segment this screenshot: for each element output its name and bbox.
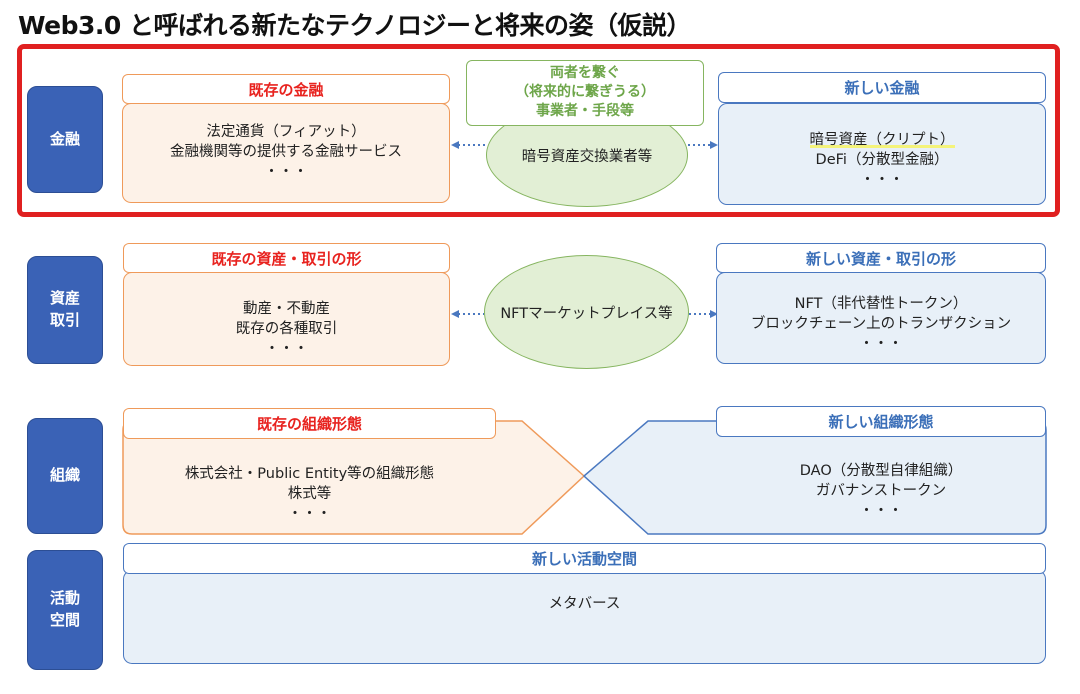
category-activity: 活動 空間 <box>27 550 103 670</box>
finance-old-label: 既存の金融 <box>122 74 450 104</box>
finance-bridge-label: 両者を繋ぐ （将来的に繋ぎうる） 事業者・手段等 <box>466 60 704 126</box>
finance-new-label: 新しい金融 <box>718 72 1046 103</box>
category-organization: 組織 <box>27 418 103 534</box>
finance-bridge-text: 暗号資産交換業者等 <box>521 148 653 165</box>
activity-new-box <box>123 570 1046 664</box>
assets-left-arrowhead <box>451 310 459 318</box>
focus-frame <box>17 44 1060 217</box>
assets-old-label: 既存の資産・取引の形 <box>123 243 450 273</box>
finance-new-box <box>718 103 1046 205</box>
assets-old-text: 動産・不動産 既存の各種取引 ・・・ <box>235 301 338 357</box>
org-new-text: DAO（分散型自律組織） ガバナンストークン ・・・ <box>799 463 963 519</box>
assets-new-box <box>716 272 1046 364</box>
activity-new-text: メタバース <box>548 596 621 612</box>
assets-right-arrowhead <box>710 310 718 318</box>
page-title: Web3.0 と呼ばれる新たなテクノロジーと将来の姿（仮説） <box>18 11 692 40</box>
assets-new-label: 新しい資産・取引の形 <box>716 243 1046 273</box>
assets-bridge-text: NFTマーケットプレイス等 <box>500 305 673 322</box>
highlighted-crypto: 暗号資産（クリプト） <box>809 132 955 148</box>
org-old-label: 既存の組織形態 <box>123 408 496 439</box>
finance-left-arrowhead <box>451 141 459 149</box>
category-finance: 金融 <box>27 86 103 193</box>
finance-new-text: 暗号資産（クリプト） DeFi（分散型金融） ・・・ <box>809 132 955 188</box>
org-new-label: 新しい組織形態 <box>716 406 1046 437</box>
assets-old-box <box>123 272 450 366</box>
org-old-text: 株式会社・Public Entity等の組織形態 株式等 ・・・ <box>184 466 435 522</box>
assets-bridge-oval: NFTマーケットプレイス等 <box>484 255 689 369</box>
finance-old-text: 法定通貨（フィアット） 金融機関等の提供する金融サービス ・・・ <box>170 124 402 180</box>
finance-right-arrowhead <box>710 141 718 149</box>
assets-new-text: NFT（非代替性トークン） ブロックチェーン上のトランザクション ・・・ <box>750 296 1012 352</box>
category-assets: 資産 取引 <box>27 256 103 364</box>
activity-new-label: 新しい活動空間 <box>123 543 1046 574</box>
